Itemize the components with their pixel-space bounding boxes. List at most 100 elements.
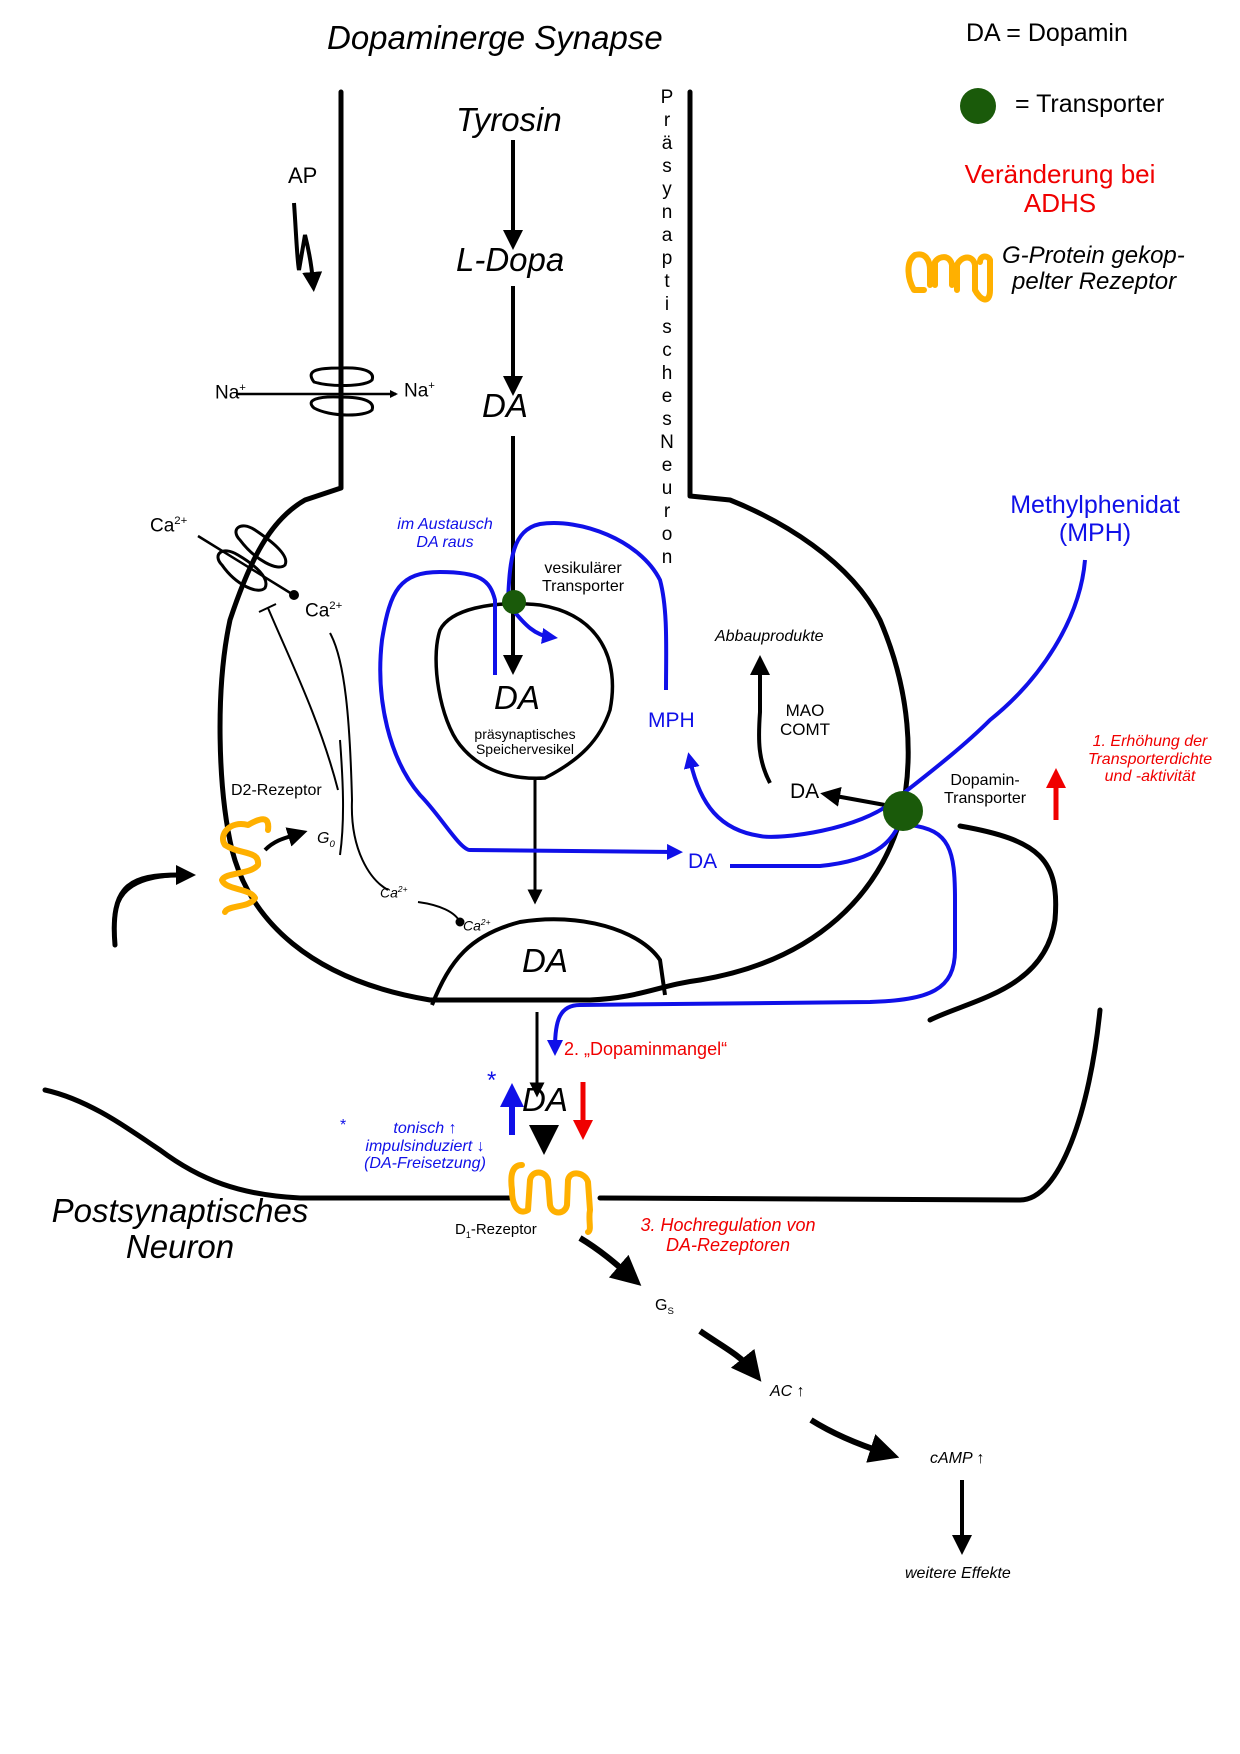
enzyme-mao: MAO <box>785 701 825 720</box>
vesicular-transporter <box>502 590 526 614</box>
legend-gpcr-label: G-Protein gekop- pelter Rezeptor <box>1002 242 1185 296</box>
ca-channel-a <box>234 524 288 569</box>
vertical-label-letter: c <box>662 340 672 361</box>
calcium-out-text: Ca <box>150 515 175 537</box>
dopamine-transporter-label: Dopamin- Transporter <box>935 772 1035 807</box>
vertical-label-letter: s <box>662 156 672 177</box>
vesicular-transporter-label: vesikulärer Transporter <box>533 560 633 595</box>
ca-inhibition-line <box>258 603 339 791</box>
vertical-label-letter: s <box>662 409 672 430</box>
vertical-label-letter: r <box>663 110 671 131</box>
vertical-label-letter: N <box>660 432 674 453</box>
legend-adhs-line-2: ADHS <box>1023 187 1097 218</box>
mph-inside-label: MPH <box>648 709 695 732</box>
adhs-change-3-line-1: 3. Hochregulation von <box>640 1215 816 1235</box>
legend-da-definition: DA = Dopamin <box>966 19 1128 47</box>
sodium-in-text: Na <box>215 382 240 404</box>
cleft-asterisk: * <box>487 1067 497 1094</box>
calcium-in-charge: 2+ <box>329 600 343 612</box>
presynaptic-membrane-right <box>687 89 911 983</box>
mph-vesicular-path <box>506 521 669 691</box>
arrow-gs-ac <box>698 1328 762 1382</box>
na-channel-top <box>309 366 374 387</box>
gs-text: G <box>655 1297 668 1314</box>
gs-label: GS <box>655 1297 674 1318</box>
legend-transporter-label: = Transporter <box>1015 90 1165 118</box>
arrow-d1-gs <box>578 1235 642 1286</box>
exchange-note: im Austausch DA raus <box>395 516 495 551</box>
mph-vesicular-arrow <box>511 608 558 644</box>
sodium-in-charge: + <box>239 382 246 394</box>
d2-receptor-label: D2-Rezeptor <box>231 782 322 799</box>
footnote-line-1: tonisch ↑ <box>393 1120 457 1137</box>
calcium-small-1-text: Ca <box>380 884 398 901</box>
vertical-label-letter: s <box>662 317 672 338</box>
diagram-title: Dopaminerge Synapse <box>327 19 663 56</box>
ca-line-2 <box>329 632 389 891</box>
storage-vesicle <box>434 601 615 780</box>
methylphenidate-label: Methylphenidat (MPH) <box>1000 491 1190 547</box>
ca-channel-b <box>216 549 268 592</box>
action-potential-arrow <box>292 202 323 292</box>
methylphenidate-line-1: Methylphenidat <box>1010 491 1180 519</box>
vertical-label-letter: e <box>661 386 673 407</box>
vesicle-da: DA <box>494 679 540 716</box>
calcium-small-2: Ca2+ <box>463 917 491 934</box>
mph-cleft-path <box>547 823 957 1056</box>
vertical-label-letter: y <box>662 179 672 200</box>
degradation-products-label: Abbauprodukte <box>715 628 824 645</box>
legend-adhs-change: Veränderung bei ADHS <box>950 160 1170 217</box>
dopamine-transporter <box>883 791 923 831</box>
exchange-note-line-2: DA raus <box>416 533 474 551</box>
adhs-change-3-line-2: DA-Rezeptoren <box>665 1234 791 1255</box>
synaptic-cleft-left-loop <box>111 872 183 948</box>
enzyme-comt: COMT <box>779 719 831 739</box>
postsynaptic-membrane <box>42 1007 1103 1203</box>
sodium-out-text: Na <box>404 380 429 402</box>
vertical-label-letter: a <box>661 225 673 246</box>
ac-label: AC ↑ <box>770 1383 805 1400</box>
cleft-da: DA <box>522 1081 568 1118</box>
vertical-label-letter: h <box>661 363 673 384</box>
ca-line-3 <box>417 901 461 923</box>
synthesis-ldopa: L-Dopa <box>456 241 565 278</box>
na-channel-bottom <box>309 395 374 417</box>
cleft-right-loop <box>927 823 1059 1023</box>
vertical-label-letter: n <box>661 202 673 223</box>
calcium-small-1-charge: 2+ <box>397 884 408 894</box>
adhs-change-2: 2. „Dopaminmangel“ <box>564 1039 728 1059</box>
cytosol-da-label: DA <box>790 780 820 803</box>
d1-receptor <box>508 1162 593 1235</box>
legend-transporter-symbol <box>960 88 996 124</box>
release-vesicle <box>430 917 667 1006</box>
exchange-note-line-1: im Austausch <box>397 516 493 533</box>
ca-influx-arrow <box>197 534 293 596</box>
vertical-label-letter: u <box>661 478 673 499</box>
footnote-asterisk: * <box>340 1117 347 1134</box>
vertical-label-letter: P <box>660 87 674 108</box>
d2-line <box>339 739 345 856</box>
postsynaptic-line-1: Postsynaptisches <box>51 1192 309 1229</box>
calcium-out-label: Ca2+ <box>150 515 187 537</box>
synthesis-da: DA <box>482 387 528 424</box>
calcium-small-2-charge: 2+ <box>480 917 491 927</box>
footnote-line-2: impulsinduziert ↓ <box>365 1137 485 1155</box>
vertical-label-letter: ä <box>661 133 673 154</box>
legend-adhs-line-1: Veränderung bei <box>964 159 1156 189</box>
adhs-change-1-line-3: und -aktivität <box>1104 768 1196 786</box>
legend-gpcr-line-2: pelter Rezeptor <box>1012 268 1177 296</box>
vesicular-transporter-line-2: Transporter <box>541 577 625 595</box>
footnote-line-3: (DA-Freisetzung) <box>364 1155 486 1173</box>
adhs-change-1-line-2: Transporterdichte <box>1087 750 1213 768</box>
sodium-out-charge: + <box>428 380 435 392</box>
d1-subscript: 1 <box>465 1230 471 1240</box>
vertical-label-letter: o <box>661 524 673 545</box>
arrow-loop-to-d2 <box>111 865 196 946</box>
calcium-small-1: Ca2+ <box>380 884 408 901</box>
vertical-label-letter: i <box>664 294 670 315</box>
action-potential-label: AP <box>288 163 318 188</box>
vertical-label-letter: t <box>664 271 670 292</box>
g0-subscript: 0 <box>329 839 335 851</box>
